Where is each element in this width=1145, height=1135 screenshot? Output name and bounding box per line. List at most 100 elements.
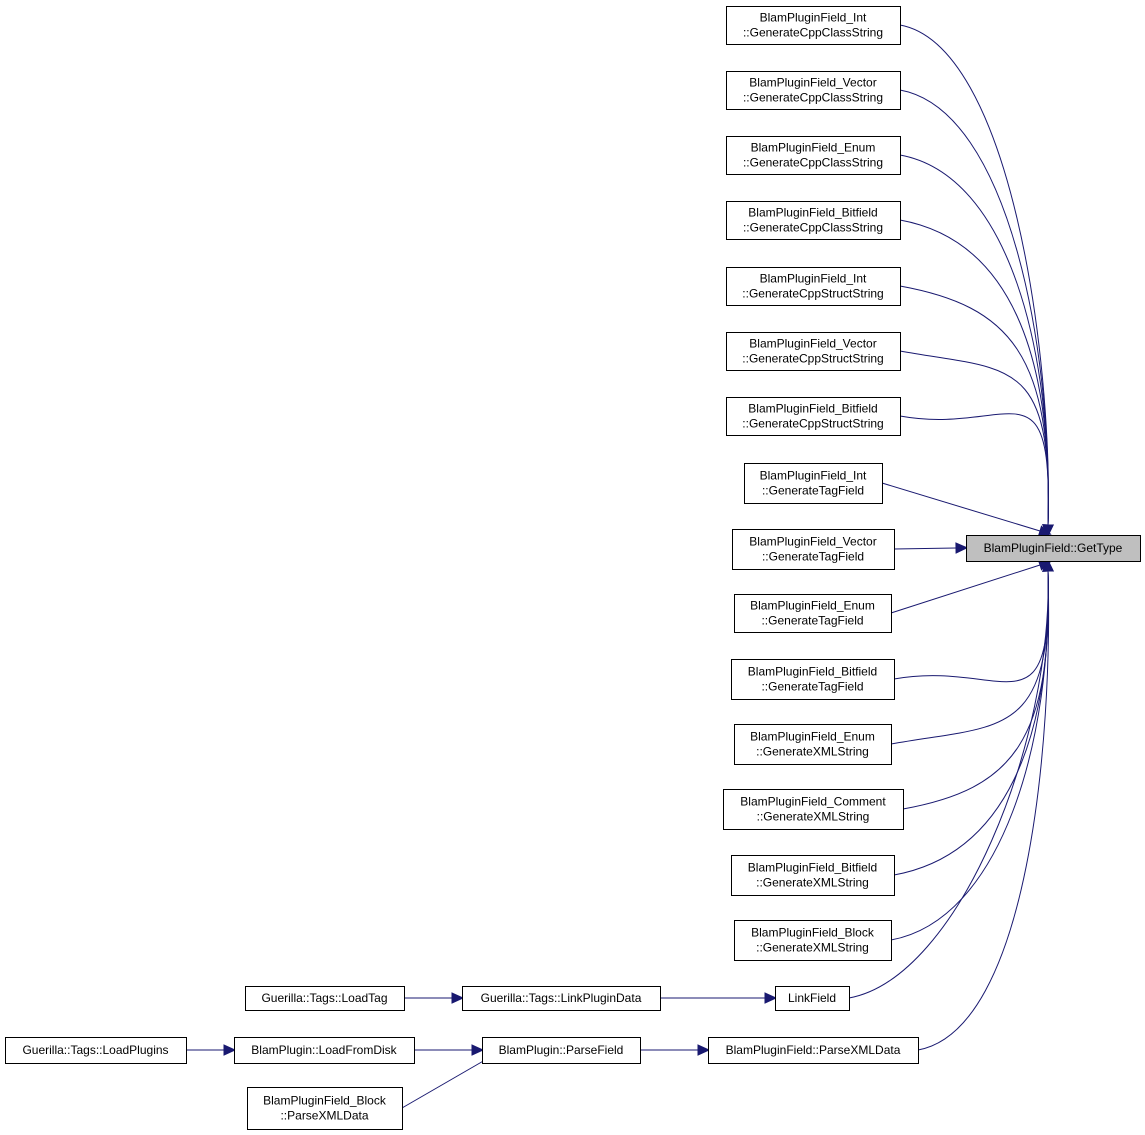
edge-line bbox=[401, 1055, 493, 1109]
node-label: BlamPluginField_Block bbox=[263, 1094, 387, 1108]
edge-line bbox=[893, 570, 1049, 876]
node-int_tag[interactable]: BlamPluginField_Int::GenerateTagField bbox=[744, 463, 883, 504]
node-box bbox=[734, 920, 892, 961]
edge-comment_xml-to-gettype bbox=[902, 558, 1054, 810]
node-box bbox=[734, 594, 892, 633]
node-vec_class[interactable]: BlamPluginField_Vector::GenerateCppClass… bbox=[726, 71, 901, 110]
node-label: LinkField bbox=[788, 991, 836, 1005]
node-label: ::GenerateTagField bbox=[761, 680, 863, 694]
edge-line bbox=[890, 570, 1049, 745]
edge-line bbox=[893, 547, 957, 550]
edge-line bbox=[902, 570, 1049, 810]
node-linkfield[interactable]: LinkField bbox=[775, 986, 850, 1011]
edge-int_class-to-gettype bbox=[899, 24, 1054, 538]
graph-edges bbox=[186, 24, 1054, 1109]
node-label: ::GenerateXMLString bbox=[756, 745, 869, 759]
node-bit_class[interactable]: BlamPluginField_Bitfield::GenerateCppCla… bbox=[726, 201, 901, 240]
node-box bbox=[775, 986, 850, 1011]
node-label: ::ParseXMLData bbox=[280, 1109, 368, 1123]
node-int_class[interactable]: BlamPluginField_Int::GenerateCppClassStr… bbox=[726, 6, 901, 45]
edge-line bbox=[899, 219, 1049, 526]
node-loadtag[interactable]: Guerilla::Tags::LoadTag bbox=[245, 986, 405, 1011]
node-label: BlamPlugin::ParseField bbox=[499, 1043, 624, 1057]
arrow-head bbox=[955, 542, 969, 554]
node-label: ::GenerateTagField bbox=[761, 614, 863, 628]
node-label: BlamPluginField_Enum bbox=[750, 730, 875, 744]
edge-enum_tag-to-gettype bbox=[890, 559, 1052, 614]
arrow-head bbox=[1042, 558, 1054, 572]
node-enum_xml[interactable]: BlamPluginField_Enum::GenerateXMLString bbox=[734, 724, 892, 765]
node-label: Guerilla::Tags::LinkPluginData bbox=[481, 991, 642, 1005]
edge-line bbox=[848, 570, 1049, 999]
node-box bbox=[708, 1037, 919, 1064]
node-parsefield[interactable]: BlamPlugin::ParseField bbox=[482, 1037, 641, 1064]
node-parsexml[interactable]: BlamPluginField::ParseXMLData bbox=[708, 1037, 919, 1064]
node-vec_tag[interactable]: BlamPluginField_Vector::GenerateTagField bbox=[732, 529, 895, 570]
arrow-head bbox=[1037, 525, 1052, 537]
arrow-head bbox=[471, 1044, 485, 1056]
node-box bbox=[245, 986, 405, 1011]
node-label: ::GenerateCppClassString bbox=[743, 91, 883, 105]
node-box bbox=[5, 1037, 187, 1064]
edge-bit_tag-to-gettype bbox=[893, 558, 1054, 683]
node-box bbox=[723, 789, 904, 830]
node-label: ::GenerateTagField bbox=[762, 484, 864, 498]
node-label: BlamPluginField_Enum bbox=[750, 599, 875, 613]
node-bit_xml[interactable]: BlamPluginField_Bitfield::GenerateXMLStr… bbox=[731, 855, 895, 896]
node-label: BlamPluginField_Vector bbox=[749, 76, 876, 90]
edge-parsefield-to-parsexml bbox=[640, 1044, 711, 1056]
edge-line bbox=[899, 89, 1049, 526]
edge-block_xml-to-gettype bbox=[890, 558, 1054, 941]
node-label: ::GenerateXMLString bbox=[757, 810, 870, 824]
node-label: ::GenerateXMLString bbox=[756, 876, 869, 890]
arrow-head bbox=[223, 1044, 237, 1056]
edge-vec_struct-to-gettype bbox=[899, 350, 1054, 538]
node-enum_tag[interactable]: BlamPluginField_Enum::GenerateTagField bbox=[734, 594, 892, 633]
node-box bbox=[247, 1087, 403, 1130]
node-box bbox=[744, 463, 883, 504]
node-label: Guerilla::Tags::LoadPlugins bbox=[22, 1043, 168, 1057]
node-label: BlamPluginField_Int bbox=[760, 469, 867, 483]
node-label: ::GenerateCppClassString bbox=[743, 221, 883, 235]
node-block_parse[interactable]: BlamPluginField_Block::ParseXMLData bbox=[247, 1087, 403, 1130]
node-linkplugindata[interactable]: Guerilla::Tags::LinkPluginData bbox=[462, 986, 661, 1011]
node-loadplugins[interactable]: Guerilla::Tags::LoadPlugins bbox=[5, 1037, 187, 1064]
edge-loadtag-to-linkplugindata bbox=[404, 992, 465, 1004]
edge-int_tag-to-gettype bbox=[881, 482, 1052, 537]
node-enum_class[interactable]: BlamPluginField_Enum::GenerateCppClassSt… bbox=[726, 136, 901, 175]
node-label: BlamPluginField_Bitfield bbox=[748, 402, 877, 416]
edge-linkplugindata-to-linkfield bbox=[660, 992, 778, 1004]
arrow-head bbox=[764, 992, 778, 1004]
node-box bbox=[726, 6, 901, 45]
node-block_xml[interactable]: BlamPluginField_Block::GenerateXMLString bbox=[734, 920, 892, 961]
edge-parsexml-to-gettype bbox=[917, 558, 1054, 1051]
node-label: BlamPluginField_Bitfield bbox=[748, 861, 877, 875]
node-label: BlamPluginField::GetType bbox=[984, 541, 1123, 555]
node-box bbox=[726, 332, 901, 371]
edge-enum_xml-to-gettype bbox=[890, 558, 1054, 745]
node-bit_struct[interactable]: BlamPluginField_Bitfield::GenerateCppStr… bbox=[726, 397, 901, 436]
edge-line bbox=[899, 285, 1049, 526]
node-label: BlamPluginField_Int bbox=[760, 272, 867, 286]
node-box bbox=[726, 136, 901, 175]
graph-nodes: BlamPluginField::GetTypeBlamPluginField_… bbox=[5, 6, 1141, 1130]
node-label: BlamPluginField::ParseXMLData bbox=[726, 1043, 901, 1057]
node-label: ::GenerateCppClassString bbox=[743, 156, 883, 170]
node-loadfromdisk[interactable]: BlamPlugin::LoadFromDisk bbox=[234, 1037, 415, 1064]
node-label: ::GenerateCppStructString bbox=[742, 417, 883, 431]
node-label: ::GenerateCppStructString bbox=[742, 352, 883, 366]
node-bit_tag[interactable]: BlamPluginField_Bitfield::GenerateTagFie… bbox=[731, 659, 895, 700]
node-box bbox=[726, 71, 901, 110]
node-box bbox=[726, 397, 901, 436]
node-box bbox=[734, 724, 892, 765]
edge-loadplugins-to-loadfromdisk bbox=[186, 1044, 237, 1056]
node-vec_struct[interactable]: BlamPluginField_Vector::GenerateCppStruc… bbox=[726, 332, 901, 371]
edge-bit_class-to-gettype bbox=[899, 219, 1054, 538]
node-label: ::GenerateTagField bbox=[762, 550, 864, 564]
node-int_struct[interactable]: BlamPluginField_Int::GenerateCppStructSt… bbox=[726, 267, 901, 306]
node-gettype[interactable]: BlamPluginField::GetType bbox=[966, 535, 1141, 562]
node-comment_xml[interactable]: BlamPluginField_Comment::GenerateXMLStri… bbox=[723, 789, 904, 830]
node-box bbox=[732, 529, 895, 570]
node-label: BlamPluginField_Enum bbox=[751, 141, 876, 155]
